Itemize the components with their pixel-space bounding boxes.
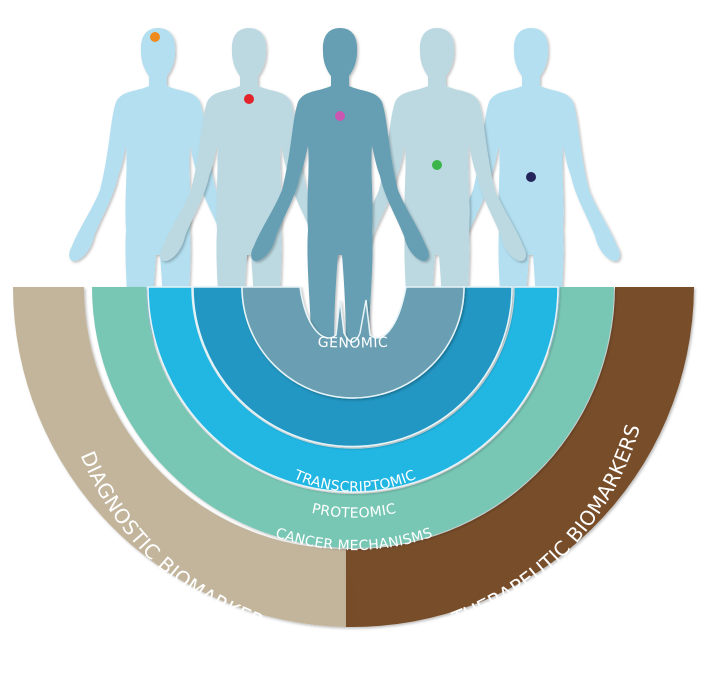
proteomic-label: PROTEOMIC (310, 501, 397, 522)
person-2-chest-marker (244, 94, 254, 104)
genomic-disc (241, 286, 465, 399)
person-1-body (69, 28, 247, 350)
person-3-body (251, 28, 429, 350)
person-3-silhouette (251, 28, 429, 350)
person-2-body (160, 28, 338, 350)
people-group (69, 28, 620, 350)
person-5-body (442, 28, 620, 350)
person-1-silhouette (69, 28, 247, 350)
person-5-silhouette (442, 28, 620, 350)
person-2-silhouette (160, 28, 338, 350)
person-5-pelvis-marker (526, 172, 536, 182)
person-4-lower-abdomen-marker (432, 160, 442, 170)
diagnostic-biomarker-segment (12, 287, 346, 627)
person-1-brain-marker (150, 32, 160, 42)
proteomic-ring (147, 286, 559, 493)
person-4-body (348, 28, 526, 350)
person-3-stomach-marker (335, 111, 345, 121)
cancer-mechanisms-ring (92, 287, 614, 548)
therapeutic-biomarkers-segment (346, 287, 694, 628)
person-4-silhouette (348, 28, 526, 350)
therapeutic-lower-fill (346, 549, 360, 627)
genomic-label: GENOMIC (317, 335, 388, 352)
